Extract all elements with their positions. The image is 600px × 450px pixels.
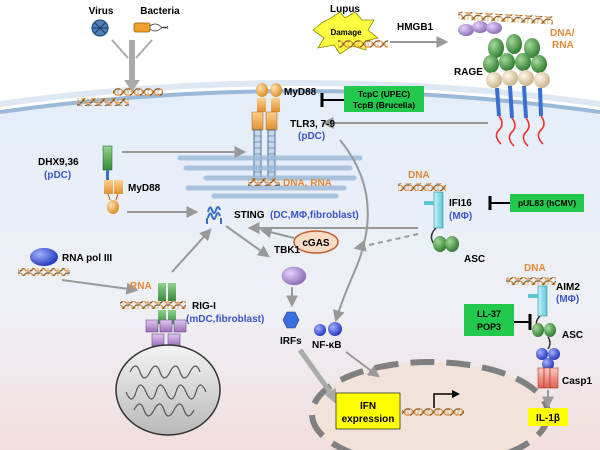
ifi16-label: IFI16 (449, 198, 472, 209)
ll37-pop3-inhibitor-box (464, 304, 514, 336)
ifi16-protein (424, 191, 459, 252)
rage-receptor (483, 34, 550, 147)
rig-i-receptor (120, 283, 187, 358)
aim2-asc-label: ASC (562, 330, 583, 341)
tbk1-node (281, 266, 307, 286)
aim2-dna (506, 277, 556, 285)
ifn-gene (402, 408, 464, 416)
rig-i-cells-label: (mDC,fibroblast) (186, 314, 264, 325)
ifi16-cell-label: (MΦ) (449, 211, 472, 222)
irfs-icon (282, 311, 300, 329)
casp1-label: Casp1 (562, 376, 592, 387)
tbk1-label: TBK1 (274, 245, 301, 256)
ifi16-dna-label: DNA (408, 170, 430, 181)
transcription-start-arrow (433, 393, 454, 408)
hmgb1-label: HMGB1 (397, 22, 434, 33)
lupus-label: Lupus (330, 4, 360, 15)
aim2-label: AIM2 (556, 282, 580, 293)
myd88-top-icon (256, 83, 282, 112)
ifn-label-1: IFN (360, 401, 376, 412)
ifn-label-2: expression (342, 414, 395, 425)
pop3-label: POP3 (477, 322, 501, 332)
tcpb-label: TcpB (Brucella) (353, 100, 415, 110)
er-dna-rna-label: DNA, RNA (283, 178, 332, 189)
sting-label: STING (234, 210, 265, 221)
dna-rna-label-top: DNA/ (550, 28, 575, 39)
bacteria-icon (133, 22, 169, 33)
tcpc-label: TcpC (UPEC) (358, 89, 410, 99)
rage-label: RAGE (454, 67, 483, 78)
endoplasmic-reticulum (177, 155, 363, 199)
cgas-label: cGAS (302, 238, 330, 249)
er-dna (248, 178, 280, 186)
pul83-inhibitor-box (510, 194, 584, 212)
damage-label: Damage (330, 28, 362, 37)
ll37-label: LL-37 (477, 309, 501, 319)
bacteria-label: Bacteria (140, 6, 180, 17)
virus-label: Virus (89, 6, 114, 17)
rig-rna-label: RNA (130, 281, 152, 292)
nfkb-label: NF-κB (312, 340, 341, 351)
dhx-label: DHX9,36 (38, 157, 79, 168)
mitochondrion (115, 344, 221, 436)
tlr-label: TLR3, 7-9 (290, 119, 335, 130)
aim2-dna-label: DNA (524, 263, 546, 274)
pul83-label: pUL83 (hCMV) (518, 198, 576, 208)
ifi16-asc-label: ASC (464, 254, 485, 265)
rna-pol-iii-label: RNA pol III (62, 253, 112, 264)
il1b-box (528, 408, 568, 426)
myd88-top-label: MyD88 (284, 87, 317, 98)
tcp-inhibitor-box (344, 86, 424, 112)
sting-cells-label: (DC,MΦ,fibroblast) (270, 210, 359, 221)
released-dna (338, 40, 388, 48)
tlr-cell-label: (pDC) (298, 131, 325, 142)
virus-icon (91, 19, 109, 37)
hmgb1-icon (458, 21, 502, 36)
ifn-expression-box (335, 392, 401, 430)
dhx-cell-label: (pDC) (44, 170, 71, 181)
nfkb-icon (314, 322, 342, 336)
pathogen-dna (113, 88, 163, 96)
ifi16-dna (398, 183, 446, 191)
rna-pol-iii-icon (30, 248, 58, 266)
tlr-receptor (251, 111, 278, 181)
sting-icon (206, 206, 222, 224)
dhx-myd88-label: MyD88 (128, 183, 161, 194)
aim2-protein (528, 285, 560, 389)
dhx-myd88-complex (102, 145, 123, 214)
pol-iii-rna (18, 268, 70, 276)
il1b-label: IL-1β (536, 413, 560, 424)
irfs-label: IRFs (280, 336, 302, 347)
cgas-node (293, 230, 339, 254)
rig-i-label: RIG-I (192, 301, 216, 312)
aim2-cell-label: (MΦ) (556, 294, 579, 305)
dna-rna-label-top-2: RNA (552, 40, 574, 51)
